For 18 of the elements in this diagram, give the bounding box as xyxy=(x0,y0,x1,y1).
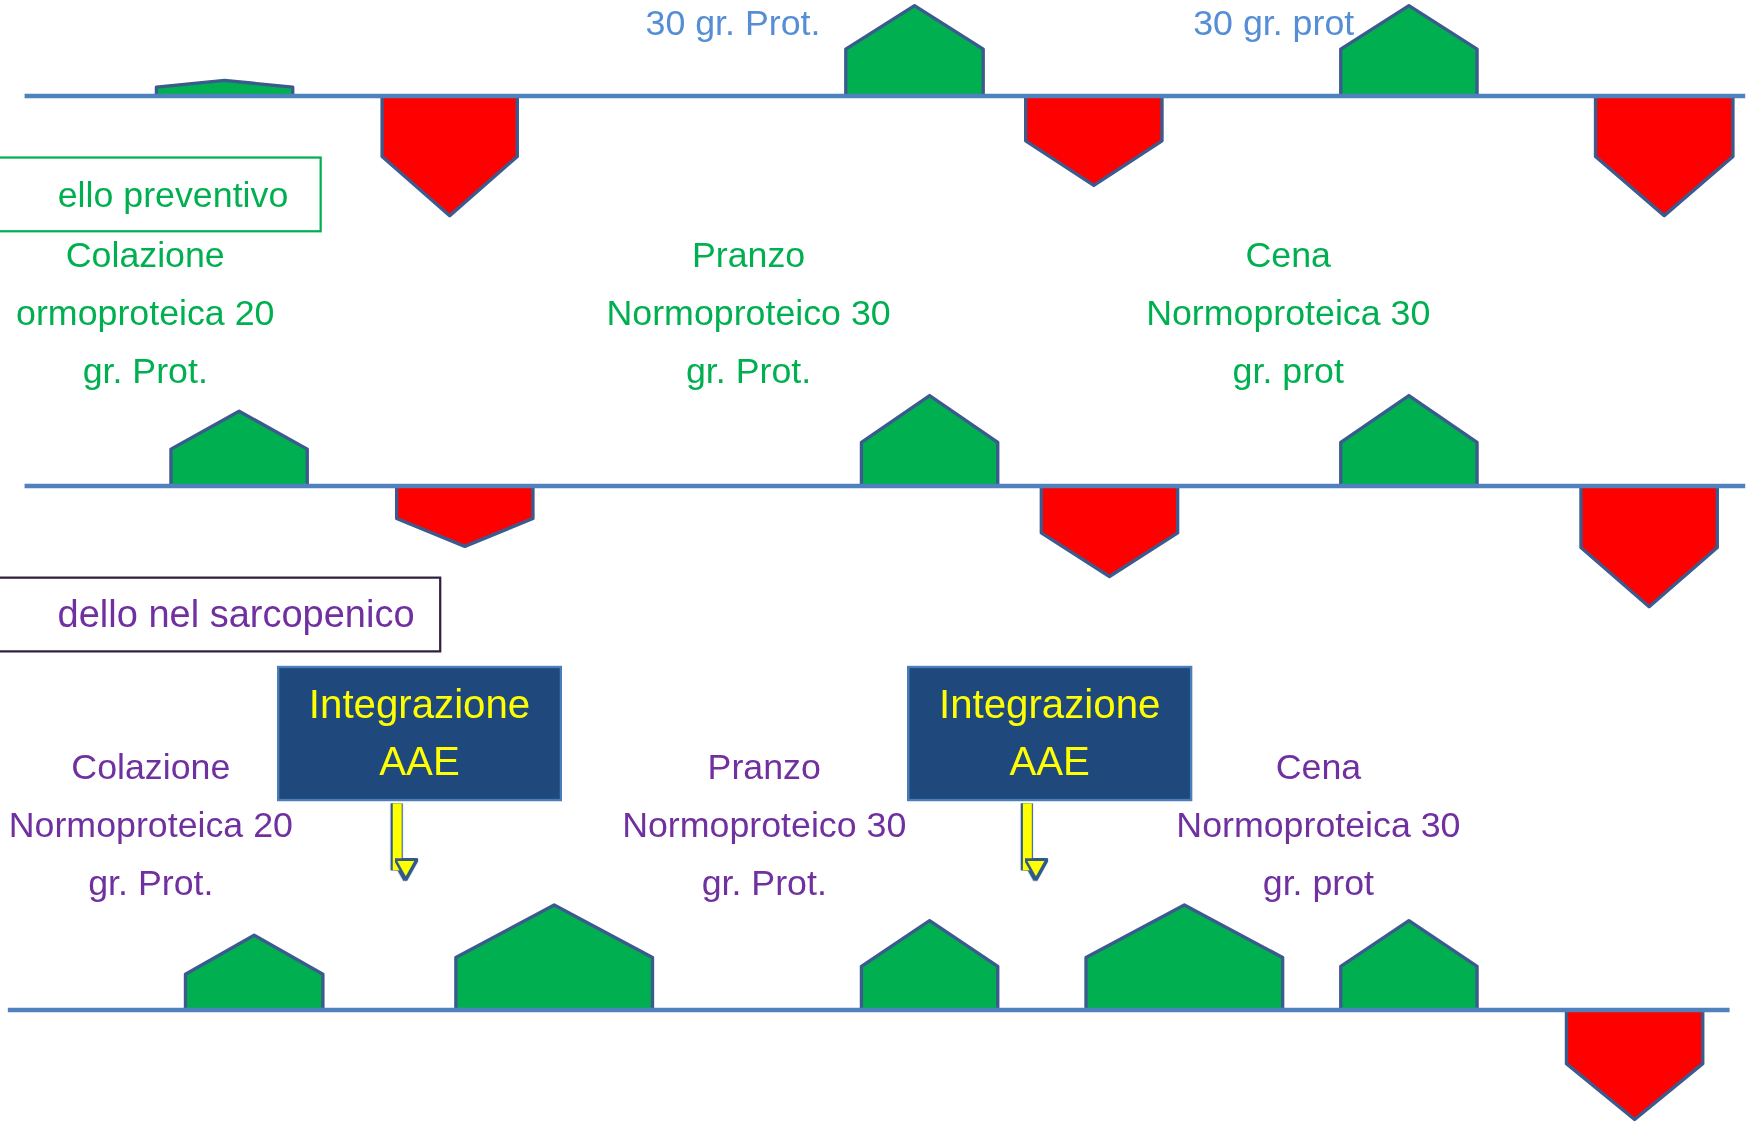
meal-label: Colazione Normoproteica 20 gr. Prot. xyxy=(7,745,294,905)
box-text: Integrazione AAE xyxy=(307,680,532,786)
section-title-box xyxy=(0,576,442,653)
supplement-box xyxy=(277,665,562,802)
meal-label: Colazione ormoproteica 20 gr. Prot. xyxy=(15,233,276,394)
box-text: ello preventivo xyxy=(57,172,289,217)
arrow xyxy=(392,803,418,881)
arrow xyxy=(1022,803,1048,881)
meal-label: Pranzo Normoproteico 30 gr. Prot. xyxy=(605,233,892,394)
meal-label: Cena Normoproteica 30 gr. prot xyxy=(1145,233,1432,394)
section-title-box xyxy=(0,156,322,233)
protein-note: 30 gr. Prot. xyxy=(644,1,822,45)
box-text: Integrazione AAE xyxy=(938,680,1162,786)
supplement-box xyxy=(907,665,1193,802)
meal-label: Pranzo Normoproteico 30 gr. Prot. xyxy=(621,745,908,905)
protein-note: 30 gr. prot xyxy=(1192,1,1356,45)
box-text: dello nel sarcopenico xyxy=(57,591,415,637)
meal-label: Cena Normoproteica 30 gr. prot xyxy=(1175,745,1462,905)
